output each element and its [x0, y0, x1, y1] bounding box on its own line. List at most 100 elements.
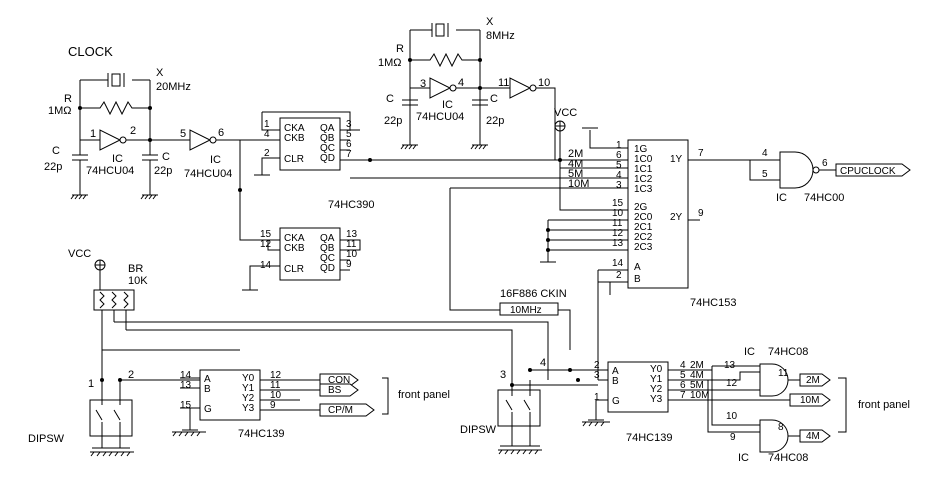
num-5-153: 5 [616, 160, 622, 171]
cap-right-val: 22p [154, 165, 172, 177]
num-5: 5 [346, 129, 352, 140]
d2-net-4m: 4M [690, 370, 704, 381]
buf8-pin-in: 11 [498, 77, 509, 89]
d1-part: 74HC139 [238, 428, 284, 440]
pin-2c0: 2C0 [634, 212, 653, 223]
pin-qd: QD [320, 153, 335, 164]
num-11-153: 11 [612, 218, 623, 229]
xtal-freq: 20MHz [156, 81, 191, 93]
pin-qb: QB [320, 133, 335, 144]
in-4m: 4M [568, 158, 583, 170]
d1-n12: 12 [270, 370, 282, 381]
num-12-153: 12 [612, 228, 624, 239]
inv-ic: IC [112, 153, 123, 165]
d2-part: 74HC139 [626, 432, 672, 444]
nand-out: 6 [822, 158, 828, 169]
pin-a: A [634, 262, 641, 273]
cap-left-val: 22p [44, 161, 62, 173]
hc153: 1G 1C0 1C1 1C2 1C3 2G 2C0 2C1 2C2 2C3 A … [350, 127, 760, 380]
net-bs: BS [328, 385, 342, 396]
nand-in2: 5 [762, 169, 768, 180]
buf-part: 74HCU04 [184, 168, 232, 180]
d2-y1: Y1 [650, 374, 663, 385]
dipsw1-p2: 2 [128, 369, 134, 381]
pin-cka: CKA [284, 123, 305, 134]
c8-left: C [386, 93, 394, 105]
pin-qd-b: QD [320, 263, 335, 274]
dipsw1-label: DIPSW [28, 433, 65, 445]
num-1-153: 1 [616, 140, 622, 151]
d2-net-5m: 5M [690, 380, 704, 391]
inv-pin-in: 1 [90, 128, 96, 140]
num-13: 13 [346, 229, 358, 240]
pin-b: B [634, 274, 641, 285]
c8-right: C [490, 93, 498, 105]
and1-in1: 13 [724, 360, 736, 371]
pic-net: 10MHz [510, 305, 542, 316]
pin-qa: QA [320, 123, 335, 134]
pin-2c2: 2C2 [634, 232, 653, 243]
hc390-a: CKA CKB CLR QA QB QC QD 1 4 2 3 5 6 7 [240, 111, 372, 176]
pin-1c3: 1C3 [634, 184, 653, 195]
buf-ic: IC [210, 154, 221, 166]
d1-n14: 14 [180, 370, 192, 381]
resistor-array: BR 10K [93, 263, 549, 385]
and2-in2: 9 [730, 432, 736, 443]
num-9: 9 [346, 259, 352, 270]
net-cpm: CP/M [328, 405, 353, 416]
inv8-ic: IC [442, 99, 453, 111]
num-7-153: 7 [698, 148, 704, 159]
and2-in1: 10 [726, 411, 738, 422]
num-11: 11 [346, 239, 357, 250]
and-part-1: 74HC08 [768, 346, 808, 358]
d2-y0: Y0 [650, 364, 663, 375]
hc139-2: A B G 2 3 1 Y0 Y1 Y2 Y3 4 5 6 7 2M 4M 5M… [588, 360, 790, 444]
in-10m: 10M [568, 178, 589, 190]
and2-out: 8 [778, 422, 784, 433]
dipsw-2: DIPSW 3 4 [460, 357, 598, 447]
num-10-153: 10 [612, 208, 624, 219]
nand-gate: CPUCLOCK 4 5 6 IC 74HC00 [749, 148, 911, 204]
d1-b: B [204, 384, 211, 395]
num-15-153: 15 [612, 198, 624, 209]
nand-part: 74HC00 [804, 192, 844, 204]
d2-g: G [612, 396, 620, 407]
hc139-1: A B G 14 13 15 Y0 Y1 Y2 Y3 12 11 10 9 CO… [180, 369, 450, 440]
and1-out: 11 [778, 368, 789, 379]
osc-20mhz: X 20MHz R 1MΩ 1 2 IC 74HCU04 C 22p C 22p [44, 67, 191, 200]
num-2-153: 2 [616, 270, 622, 281]
vcc-2: VCC [68, 248, 106, 290]
resistor-label: R [64, 93, 72, 105]
in-5m: 5M [568, 168, 583, 180]
dipsw-1: DIPSW 1 2 [28, 349, 240, 449]
buf-pin-out: 6 [218, 127, 224, 139]
r8-value: 1MΩ [378, 57, 402, 69]
dipsw1-p1: 1 [88, 378, 94, 390]
num-3-153: 3 [616, 180, 622, 191]
vcc1-label: VCC [554, 107, 577, 119]
pin-ckb-b: CKB [284, 243, 305, 254]
d1-y3: Y3 [242, 403, 255, 414]
resistor-value: 1MΩ [48, 105, 72, 117]
d1-n13: 13 [180, 380, 192, 391]
xtal8-freq: 8MHz [486, 30, 515, 42]
pin-1c2: 1C2 [634, 174, 653, 185]
d2-y3: Y3 [650, 394, 663, 405]
num-4-153: 4 [616, 170, 622, 181]
pin-2g: 2G [634, 202, 648, 213]
num-7: 7 [346, 149, 352, 160]
pin-qc: QC [320, 143, 335, 154]
num-1: 1 [264, 119, 270, 130]
buffer-5-6: 5 6 IC 74HCU04 [150, 127, 240, 180]
inv-pin-out: 2 [130, 125, 136, 137]
num-15: 15 [260, 229, 272, 240]
d2-n3: 3 [594, 370, 600, 381]
xtal-label: X [156, 67, 164, 79]
vcc2-label: VCC [68, 248, 91, 260]
num-4: 4 [264, 129, 270, 140]
dipsw2-p4: 4 [540, 357, 546, 369]
and-ic-1: IC [744, 346, 755, 358]
cpuclock-net: CPUCLOCK [840, 166, 896, 177]
pin-1g: 1G [634, 144, 648, 155]
d1-n9: 9 [270, 400, 276, 411]
